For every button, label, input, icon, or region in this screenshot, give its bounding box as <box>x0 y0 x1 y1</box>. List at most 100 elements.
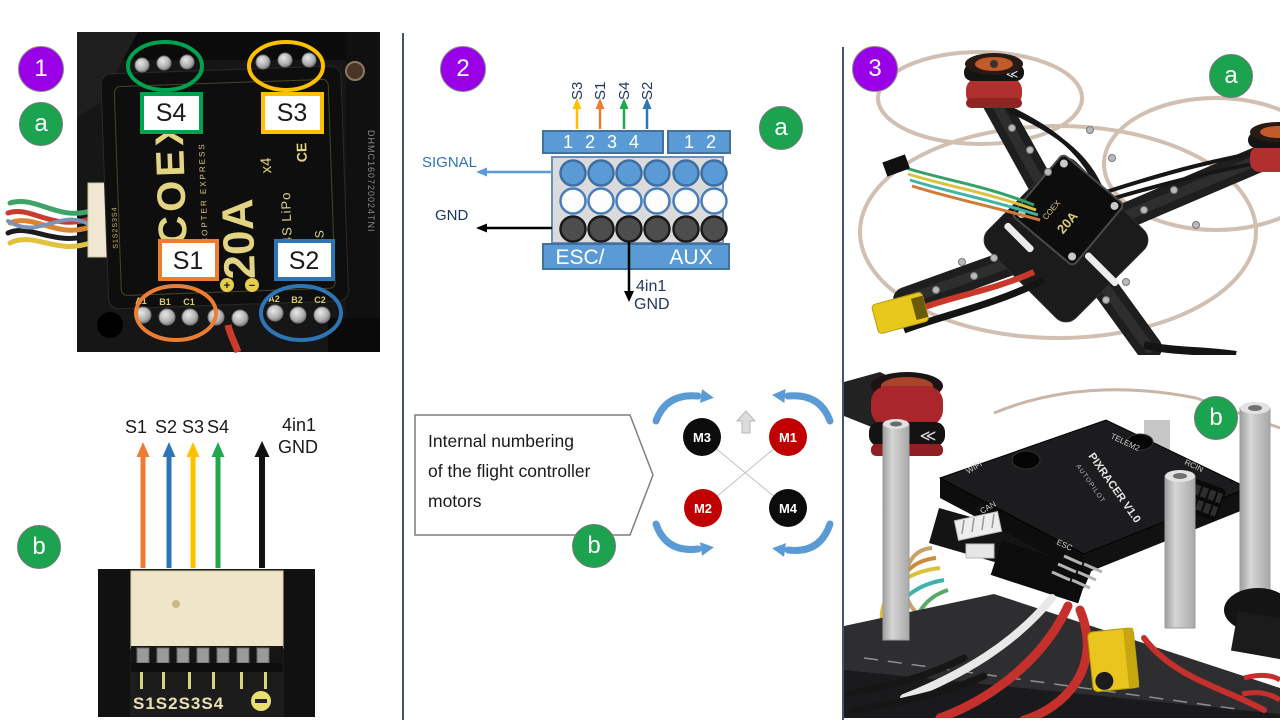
servo-pins <box>990 540 1103 604</box>
callout-line2: of the flight controller <box>428 461 591 481</box>
drone-frame-photo: COEX 20A ≪ <box>858 50 1280 355</box>
signal-arrow-head <box>476 167 487 177</box>
wire-bundle <box>5 199 93 249</box>
board-model-sup: x4 <box>258 157 276 173</box>
aux-pin-1: 1 <box>684 132 694 152</box>
motor-m3: M3 <box>693 430 711 445</box>
jst-connectors <box>953 511 1003 559</box>
gnd-pin-row <box>559 215 728 243</box>
gnd-arrow-head <box>476 223 487 233</box>
sub-badge-1a: a <box>19 102 63 146</box>
rotation-arcs <box>652 392 834 554</box>
sub-badge-2b: b <box>572 524 616 568</box>
wire-connector <box>882 154 911 177</box>
label-s3: S3 <box>569 82 586 100</box>
aux-pin-2: 2 <box>706 132 716 152</box>
esc-label: ESC/ <box>555 246 604 269</box>
label-s1: S1 <box>125 417 147 437</box>
motor-m2: M2 <box>694 501 712 516</box>
motor-right <box>1248 122 1280 172</box>
board-model: 20A <box>213 198 265 280</box>
esc-pin-3: 3 <box>607 132 617 152</box>
pad-label-a2: A2 <box>268 294 280 304</box>
step-badge-3: 3 <box>852 46 898 92</box>
gnd4in1-line1: 4in1 <box>636 278 666 295</box>
flight-controller-photo: ≪ WIFI TELEM2 RCIN CAN ESC GPS P <box>844 372 1280 718</box>
rear-cable <box>1143 341 1237 355</box>
board-serial: DHMC160720024TNI <box>366 130 376 233</box>
label-s4: S4 <box>156 99 187 127</box>
silkscreen-text: S1S2S3S4 <box>133 694 224 713</box>
signal-wire-bundle <box>905 166 1041 222</box>
sub-badge-1b: b <box>17 525 61 569</box>
motor-numbering-diagram: Internal numbering of the flight control… <box>414 389 834 557</box>
xt60-connector <box>1087 627 1140 693</box>
board-ce-mark: CE <box>293 142 310 162</box>
minus-mark: − <box>249 280 255 292</box>
board-side-pins: S1S2S3S4 <box>111 206 119 248</box>
sub-badge-3b: b <box>1194 396 1238 440</box>
motor-chevrons: ≪ <box>920 428 937 445</box>
esc-board-photo: COEX COPTER EXPRESS 20A x4 2-4S LiPo CE … <box>5 32 380 354</box>
esc-pin-1: 1 <box>563 132 573 152</box>
label-s4: S4 <box>207 417 229 437</box>
board-brand-sub: COPTER EXPRESS <box>197 142 210 244</box>
motors: M3 M1 M2 M4 <box>683 418 807 527</box>
pad-group-circles <box>126 40 343 342</box>
top-signal-labels: S3 S1 S4 S2 <box>569 82 656 100</box>
label-s1: S1 <box>173 247 204 275</box>
column-divider-left <box>402 33 404 720</box>
minus-silkscreen <box>255 699 267 703</box>
label-s2: S2 <box>639 82 656 100</box>
power-pin-row <box>559 187 728 215</box>
esc-pin-4: 4 <box>629 132 639 152</box>
gnd4in1-arrow-head <box>624 291 634 302</box>
pad-label-b2: B2 <box>291 295 303 305</box>
pin-number-bars: 1 2 3 4 1 2 <box>542 130 731 154</box>
signal-label-boxes: S4 S3 S1 S2 <box>140 92 335 281</box>
gnd-label: GND <box>435 207 469 224</box>
black-battery-wire <box>902 276 1046 334</box>
rear-esc-blob <box>1224 588 1280 703</box>
red-power-wire <box>224 324 242 354</box>
signal-label: SIGNAL <box>422 154 477 171</box>
label-s2: S2 <box>155 417 177 437</box>
standoffs-front <box>882 402 1271 641</box>
pad-label-c1: C1 <box>183 297 195 307</box>
thick-wires <box>844 594 1267 718</box>
gnd4in1-line2: GND <box>634 296 670 313</box>
prop-guards <box>858 50 1280 340</box>
label-s4: S4 <box>616 82 633 100</box>
sub-badge-2a: a <box>759 106 803 150</box>
top-signal-arrows <box>572 98 652 129</box>
esc-pin-2: 2 <box>585 132 595 152</box>
callout-line3: motors <box>428 491 482 511</box>
solder-pads <box>134 52 331 327</box>
frame-silk-line <box>863 657 1245 711</box>
column-divider-right <box>842 47 844 720</box>
center-esc-board: COEX 20A <box>1012 154 1124 266</box>
step-badge-2: 2 <box>440 46 486 92</box>
pinout-diagram: S3 S1 S4 S2 1 2 3 4 1 2 <box>422 82 731 313</box>
step-badge-1: 1 <box>18 46 64 92</box>
board-brand: COEX <box>147 115 195 246</box>
label-gnd: GND <box>278 437 318 457</box>
motor-m1: M1 <box>779 430 797 445</box>
bottom-bar: ESC/ AUX <box>542 243 730 270</box>
label-s1: S1 <box>592 82 609 100</box>
aux-label: AUX <box>669 246 712 269</box>
signal-pin-row <box>559 159 728 187</box>
signal-arrows <box>136 441 270 568</box>
screws <box>932 124 1200 304</box>
signal-labels: S1 S2 S3 S4 4in1 GND <box>125 415 318 457</box>
sub-badge-3a: a <box>1209 54 1253 98</box>
label-s3: S3 <box>182 417 204 437</box>
callout-line1: Internal numbering <box>428 431 574 451</box>
flight-direction-arrow <box>735 410 757 434</box>
polarity-marks: + − <box>220 278 259 292</box>
pad-label-c2: C2 <box>314 295 326 305</box>
plus-mark: + <box>224 280 230 292</box>
rotation-arc-heads <box>700 389 786 557</box>
red-battery-wire <box>920 269 1036 311</box>
